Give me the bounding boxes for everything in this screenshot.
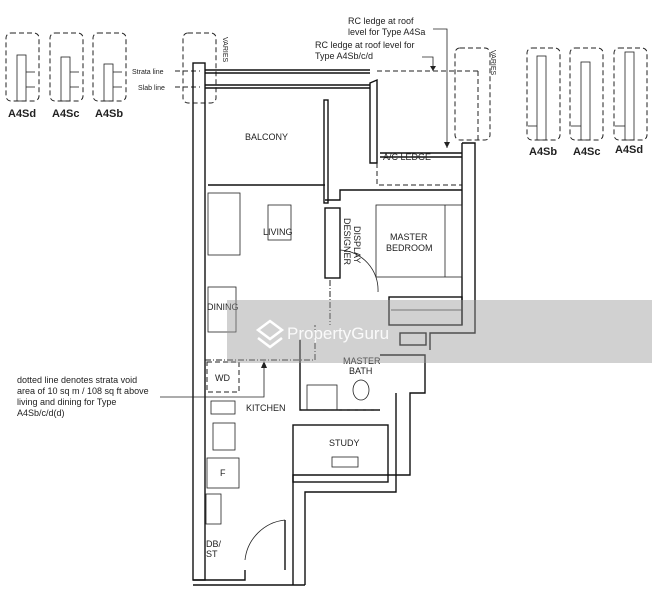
strata-line-label: Strata line bbox=[132, 69, 164, 76]
varies-label: VARIES bbox=[489, 50, 496, 75]
room-label-designer-display: DISPLAY bbox=[352, 226, 362, 263]
variant-thumbnails-left: A4Sd A4Sc A4Sb bbox=[5, 32, 127, 120]
room-label-master-bedroom: MASTER bbox=[390, 232, 428, 242]
room-label-kitchen: KITCHEN bbox=[246, 403, 286, 413]
varies-outline bbox=[182, 32, 217, 104]
room-label-db-st: ST bbox=[206, 549, 218, 559]
room-label-master-bath: MASTER bbox=[343, 356, 381, 366]
rc-ledge-b-arrow-icon bbox=[422, 56, 436, 71]
washer-dryer-icon bbox=[206, 361, 240, 393]
hob-icon bbox=[210, 400, 236, 415]
rc-ledge-a-note: RC ledge at roof bbox=[348, 16, 414, 26]
variant-thumbnails-right: A4Sb A4Sc A4Sd bbox=[526, 47, 648, 158]
variant-label: A4Sd bbox=[615, 144, 643, 156]
rc-ledge-a-arrow-icon bbox=[433, 28, 450, 148]
sink-icon bbox=[212, 422, 236, 451]
shaft-icon bbox=[205, 493, 222, 525]
study-desk-icon bbox=[331, 456, 359, 468]
variant-label: A4Sc bbox=[52, 108, 80, 120]
rc-ledge-a-note: level for Type A4Sa bbox=[348, 27, 425, 37]
varies-label: VARIES bbox=[221, 37, 228, 62]
strata-void-arrow-icon bbox=[160, 361, 267, 398]
strata-void-note: dotted line denotes strata void bbox=[17, 375, 137, 385]
rc-ledge-b-note: Type A4Sb/c/d bbox=[315, 51, 373, 61]
room-label-designer-display: DESIGNER bbox=[342, 218, 352, 266]
slab-line-label: Slab line bbox=[138, 85, 165, 92]
room-label-ac-ledge: A/C LEDGE bbox=[383, 152, 431, 162]
room-label-wd: WD bbox=[215, 373, 230, 383]
room-label-study: STUDY bbox=[329, 438, 360, 448]
strata-void-line bbox=[205, 325, 316, 361]
room-label-master-bath: BATH bbox=[349, 366, 372, 376]
strata-void-note: A4Sb/c/d(d) bbox=[17, 408, 65, 418]
fridge-icon bbox=[206, 457, 240, 489]
variant-label: A4Sb bbox=[529, 146, 557, 158]
strata-void-note: area of 10 sq m / 108 sq ft above bbox=[17, 386, 149, 396]
room-label-fridge: F bbox=[220, 468, 226, 478]
variant-label: A4Sb bbox=[95, 108, 123, 120]
variant-label: A4Sc bbox=[573, 146, 601, 158]
room-label-dining: DINING bbox=[207, 302, 239, 312]
furniture bbox=[205, 192, 463, 561]
room-label-db-st: DB/ bbox=[206, 539, 222, 549]
basin-icon bbox=[306, 384, 338, 411]
rc-ledge-b-note: RC ledge at roof level for bbox=[315, 40, 415, 50]
room-label-living: LIVING bbox=[263, 227, 293, 237]
room-label-balcony: BALCONY bbox=[245, 132, 288, 142]
variant-label: A4Sd bbox=[8, 108, 36, 120]
varies-outline bbox=[454, 47, 491, 141]
sofa-icon bbox=[207, 192, 241, 256]
coffee-table-icon bbox=[267, 204, 292, 241]
bed-icon bbox=[375, 204, 463, 278]
bedroom-door-swing-icon bbox=[339, 249, 379, 293]
strata-void-note: living and dining for Type bbox=[17, 397, 116, 407]
watermark: PropertyGuru bbox=[227, 300, 652, 363]
entrance-door-swing-icon bbox=[244, 519, 286, 561]
dining-table-icon bbox=[207, 286, 237, 333]
watermark-text: PropertyGuru bbox=[287, 324, 389, 343]
watermark-logo-icon bbox=[255, 319, 285, 349]
toilet-icon bbox=[352, 379, 370, 401]
room-label-master-bedroom: BEDROOM bbox=[386, 243, 433, 253]
